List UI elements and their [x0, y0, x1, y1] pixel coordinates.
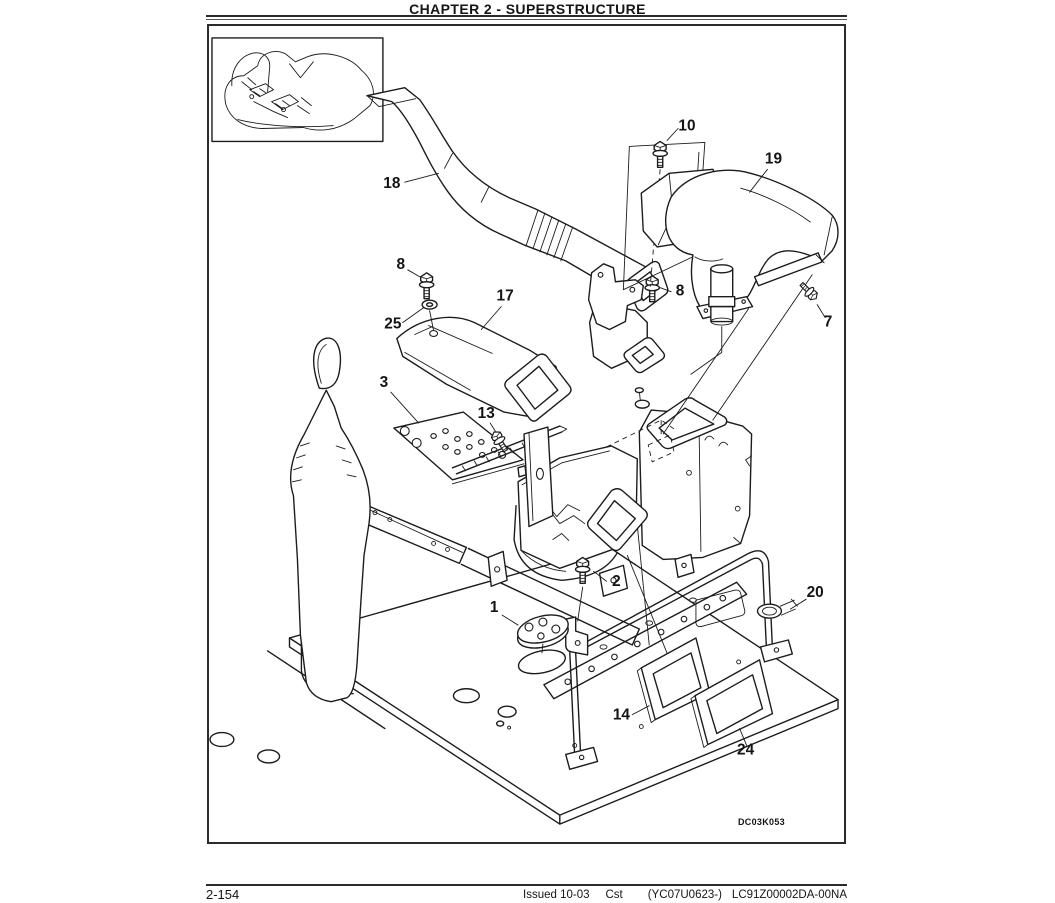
footer-rule — [206, 884, 847, 886]
control-panel-drawing — [393, 411, 568, 528]
hvac-unit-drawing — [487, 387, 753, 656]
footer-issued-date: Issued 10-03 — [523, 889, 590, 901]
callout-label-25: 25 — [384, 316, 402, 333]
callout-label-1: 1 — [490, 599, 499, 616]
header-rule-thick — [206, 15, 847, 17]
footer-doc-codes: (YC07U0623-) LC91Z00002DA-00NA — [560, 889, 847, 901]
guard-frame-and-gaskets-drawing — [543, 515, 798, 771]
figure-drawing: 18 10 19 8 25 17 8 7 3 13 2 1 20 14 24 — [209, 37, 839, 825]
footer-issued: Issued 10-03 Cst — [523, 889, 623, 901]
callout-label-24: 24 — [737, 741, 755, 758]
duct-17-drawing — [396, 272, 572, 422]
footer-doc-number: LC91Z00002DA-00NA — [731, 889, 847, 901]
callout-label-8-right: 8 — [676, 283, 685, 300]
console-joystick-drawing — [289, 337, 640, 703]
callout-label-14: 14 — [613, 707, 631, 724]
callouts: 18 10 19 8 25 17 8 7 3 13 2 1 20 14 24 — [380, 117, 833, 758]
elbow-bracket-drawing — [587, 263, 666, 374]
bolt-10-drawing — [652, 140, 669, 169]
callout-label-20: 20 — [807, 584, 824, 601]
footer-page-number: 2-154 — [206, 887, 240, 902]
callout-label-10: 10 — [678, 117, 695, 134]
machine-overview-inset — [211, 37, 384, 143]
footer-revision: Cst — [605, 889, 623, 901]
duct-18-drawing — [366, 87, 669, 312]
duct-19-drawing — [622, 140, 839, 435]
figure-code: DC03K053 — [738, 817, 785, 827]
exploded-view-figure: 18 10 19 8 25 17 8 7 3 13 2 1 20 14 24 D… — [207, 24, 846, 844]
header-rule-thin — [206, 19, 847, 20]
callout-label-19: 19 — [765, 150, 782, 167]
grommet-drawing — [516, 614, 569, 675]
callout-label-17: 17 — [497, 288, 514, 305]
callout-label-7: 7 — [824, 314, 833, 331]
callout-label-2: 2 — [612, 573, 621, 590]
callout-label-3: 3 — [380, 374, 389, 391]
callout-label-18: 18 — [383, 175, 401, 192]
callout-label-13: 13 — [478, 405, 496, 422]
callout-label-8-left: 8 — [397, 256, 406, 273]
footer-serial-range: (YC07U0623-) — [647, 889, 722, 901]
bolt-8-left-drawing — [418, 272, 435, 300]
page-title: CHAPTER 2 - SUPERSTRUCTURE — [409, 1, 646, 17]
